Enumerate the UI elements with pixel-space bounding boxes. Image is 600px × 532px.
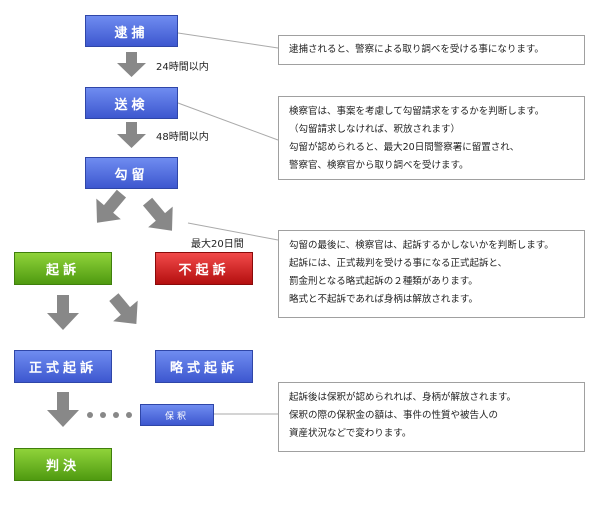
label-48h: 48時間以内 [156,132,209,143]
step-ryakushiki-label: 略式起訴 [169,361,238,376]
note-taiho: 逮捕されると、警察による取り調べを受ける事になります。 [278,35,585,65]
connector-line-taiho [177,32,279,49]
note-taiho-line-1: 逮捕されると、警察による取り調べを受ける事になります。 [289,44,544,55]
step-kiso-label: 起訴 [45,263,80,278]
step-hanketsu-label: 判決 [45,459,80,474]
connector-line-koryu [187,222,279,241]
note-hoshaku-line-3: 資産状況などで変わります。 [289,428,412,439]
step-taiho-label: 逮捕 [114,25,149,41]
note-kiso-line-2: 起訴には、正式裁判を受ける事になる正式起訴と、 [289,258,508,269]
arrow-koryu-kiso [96,189,127,223]
note-soken-line-3: 勾留が認められると、最大20日間警察署に留置され、 [289,142,520,153]
note-kiso-line-3: 罰金刑となる略式起訴の２種類があります。 [289,276,478,287]
connector-line-soken [177,102,279,141]
label-24h: 24時間以内 [156,62,209,73]
note-kiso-line-4: 略式と不起訴であれば身柄は解放されます。 [289,294,478,305]
step-soken-label: 送検 [114,97,149,113]
step-fukiso: 不起訴 [155,252,253,285]
dotted-line-hoshaku [87,412,132,418]
note-kiso: 勾留の最後に、検察官は、起訴するかしないかを判断します。 起訴には、正式裁判を受… [278,230,585,318]
note-soken-line-1: 検察官は、事案を考慮して勾留請求をするかを判断します。 [289,106,545,117]
step-soken: 送検 [85,87,178,119]
arrow-seishiki-hanketsu [47,392,79,427]
note-soken-line-4: 警察官、検察官から取り調べを受けます。 [289,160,469,171]
step-koryu-label: 勾留 [114,167,149,183]
note-hoshaku-line-1: 起訴後は保釈が認められれば、身柄が解放されます。 [289,392,517,403]
arrow-taiho-soken [117,52,146,77]
note-hoshaku-line-2: 保釈の際の保釈金の額は、事件の性質や被告人の [289,410,499,421]
step-koryu: 勾留 [85,157,178,189]
arrow-soken-koryu [117,122,146,148]
note-soken-line-2: （勾留請求しなければ、釈放されます） [289,124,461,135]
note-kiso-line-1: 勾留の最後に、検察官は、起訴するかしないかを判断します。 [289,240,554,251]
arrow-kiso-seishiki [47,295,79,330]
arrow-koryu-fukiso [142,197,173,231]
label-20d: 最大20日間 [191,239,244,250]
step-ryakushiki: 略式起訴 [155,350,253,383]
arrow-kiso-ryakushiki [109,293,138,324]
step-seishiki-label: 正式起訴 [28,361,97,376]
step-hoshaku: 保釈 [140,404,214,426]
step-hoshaku-label: 保釈 [164,411,189,422]
step-taiho: 逮捕 [85,15,178,47]
step-fukiso-label: 不起訴 [178,263,230,278]
step-kiso: 起訴 [14,252,112,285]
note-soken: 検察官は、事案を考慮して勾留請求をするかを判断します。 （勾留請求しなければ、釈… [278,96,585,180]
note-hoshaku: 起訴後は保釈が認められれば、身柄が解放されます。 保釈の際の保釈金の額は、事件の… [278,382,585,452]
step-seishiki: 正式起訴 [14,350,112,383]
step-hanketsu: 判決 [14,448,112,481]
